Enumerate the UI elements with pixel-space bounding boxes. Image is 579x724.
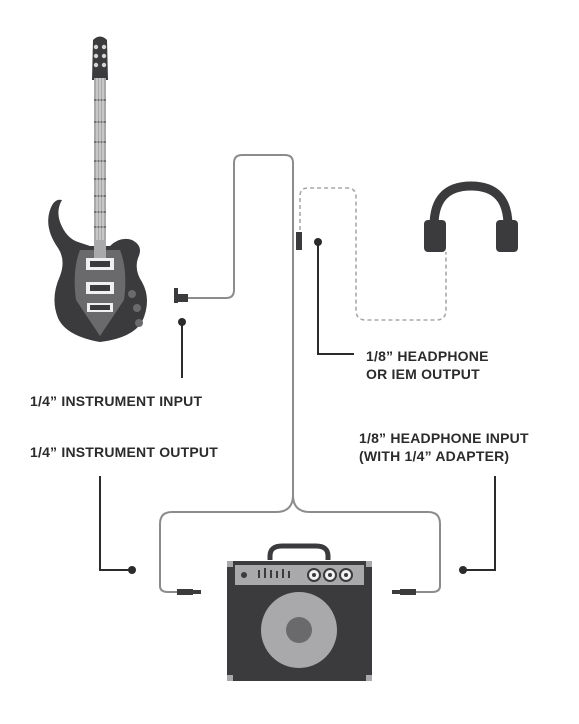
dot-instrument-output <box>128 566 136 574</box>
label-headphone-output-line1: 1/8” HEADPHONE <box>366 348 489 364</box>
label-instrument-input: 1/4” INSTRUMENT INPUT <box>30 393 203 409</box>
dot-instrument-input <box>178 318 186 326</box>
guitar-knob <box>133 304 141 312</box>
headphones-icon <box>424 181 518 252</box>
guitar-cable <box>159 154 294 593</box>
leader-headphone-output <box>317 244 354 355</box>
amp-right-plug <box>400 589 416 595</box>
headphone-cable <box>299 187 447 321</box>
label-instrument-output: 1/4” INSTRUMENT OUTPUT <box>30 444 218 460</box>
label-headphone-input-line1: 1/8” HEADPHONE INPUT <box>359 430 529 446</box>
jack-plugs <box>174 232 416 595</box>
amp-corner <box>366 561 372 567</box>
guitar-icon <box>48 36 148 342</box>
amp-right-plug-tip <box>392 590 400 594</box>
amp-left-plug <box>177 589 193 595</box>
amp-handle <box>267 543 331 560</box>
amp-corner <box>227 561 233 567</box>
amp-power-light <box>241 572 247 578</box>
leader-dots <box>128 238 467 574</box>
label-headphone-output-line2: OR IEM OUTPUT <box>366 366 480 382</box>
leader-headphone-input <box>464 476 496 571</box>
amp-left-plug-tip <box>193 590 201 594</box>
y-split-plug <box>296 232 302 250</box>
headphone-band <box>429 181 513 231</box>
guitar-knob <box>135 319 143 327</box>
guitar-plug-body <box>178 294 188 302</box>
leader-instrument-output <box>99 476 130 571</box>
amplifier-icon <box>227 543 372 681</box>
label-headphone-input-line2: (WITH 1/4” ADAPTER) <box>359 448 510 464</box>
amp-output-cable <box>292 494 441 593</box>
dot-headphone-output <box>314 238 322 246</box>
guitar-headstock <box>92 36 108 80</box>
headphone-cup-right <box>496 220 518 252</box>
amp-speaker-cone <box>286 617 312 643</box>
leader-lines <box>99 244 496 571</box>
headphone-cup-left <box>424 220 446 252</box>
amp-corner <box>227 675 233 681</box>
amp-corner <box>366 675 372 681</box>
guitar-knob <box>128 290 136 298</box>
dot-headphone-input <box>459 566 467 574</box>
cables <box>159 154 441 593</box>
guitar-plug <box>174 288 178 303</box>
